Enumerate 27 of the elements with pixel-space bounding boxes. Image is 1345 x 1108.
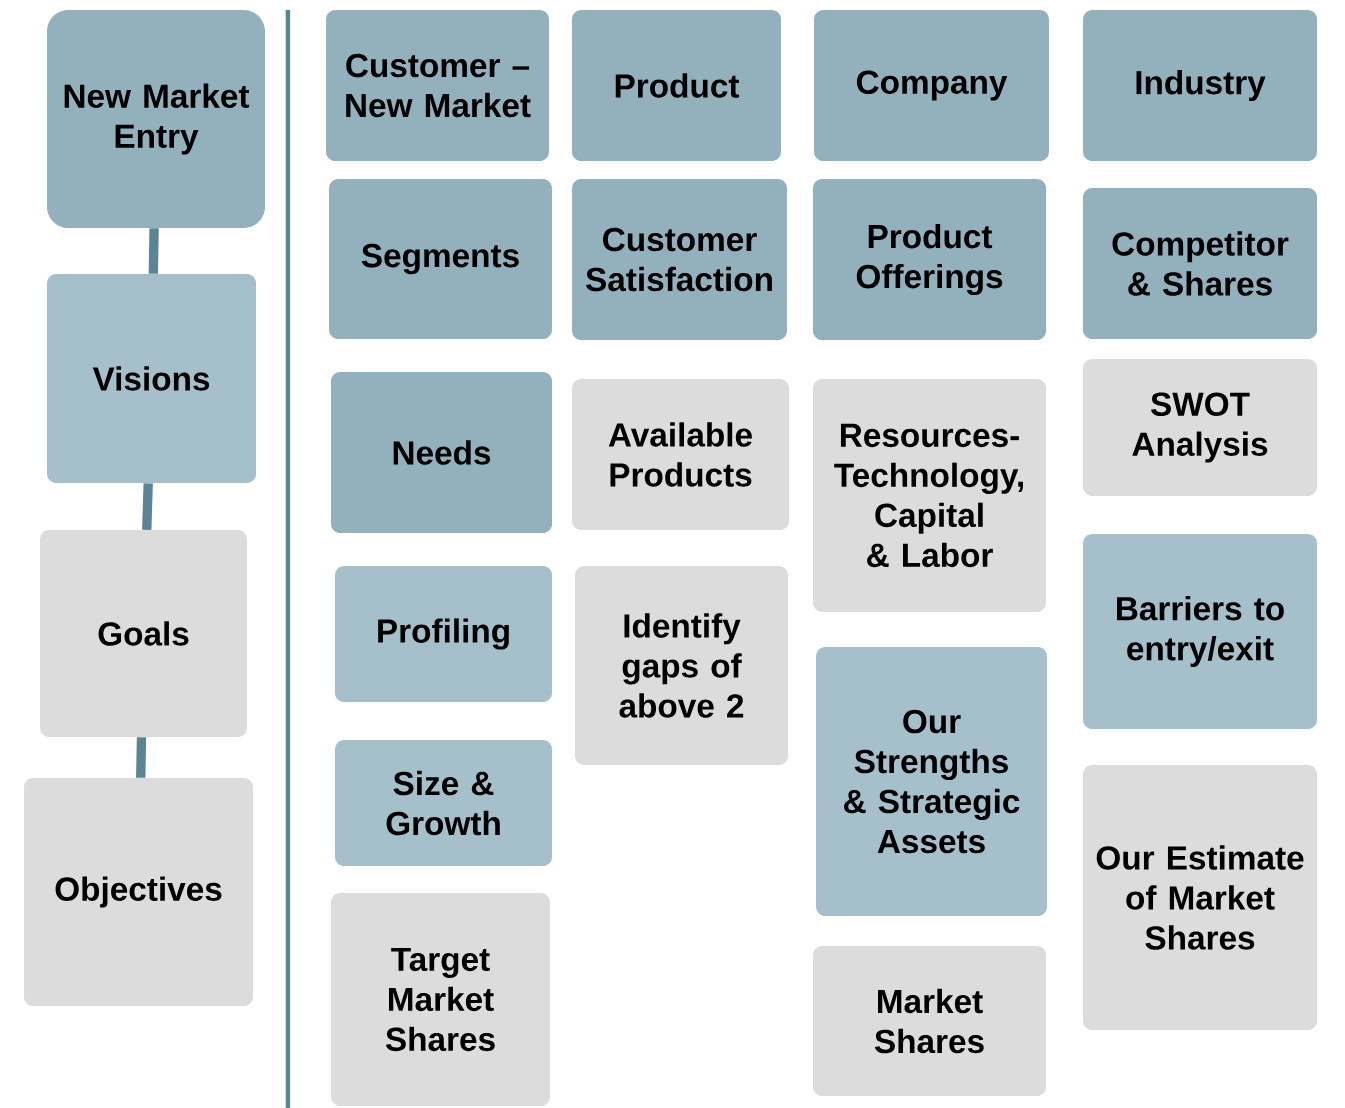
topic-box: Goals xyxy=(40,530,247,737)
topic-box: Size & Growth xyxy=(334,740,553,866)
topic-box: Segments xyxy=(329,179,552,339)
topic-box: Identify gaps of above 2 xyxy=(575,566,789,765)
topic-box: Target Market Shares xyxy=(331,893,550,1107)
topic-box: Profiling xyxy=(334,566,553,702)
topic-box: Customer – New Market xyxy=(326,10,549,161)
connector-line xyxy=(148,228,159,274)
topic-box: Available Products xyxy=(572,379,790,530)
topic-box: SWOT Analysis xyxy=(1083,358,1317,497)
topic-box: New Market Entry xyxy=(47,10,265,228)
topic-box: Product xyxy=(572,10,782,161)
connector-line xyxy=(136,737,147,778)
topic-box: Customer Satisfaction xyxy=(572,178,787,341)
topic-box: Our Strengths & Strategic Assets xyxy=(816,647,1047,917)
topic-box: Barriers to entry/exit xyxy=(1083,534,1317,729)
topic-box: Needs xyxy=(330,372,553,534)
topic-box: Visions xyxy=(46,274,257,484)
topic-box: Competitor & Shares xyxy=(1083,188,1317,339)
topic-box: Industry xyxy=(1083,10,1317,161)
topic-box: Product Offerings xyxy=(812,178,1047,341)
topic-box: Our Estimate of Market Shares xyxy=(1083,765,1317,1031)
topic-box: Resources-Technology, Capital & Labor xyxy=(812,379,1047,613)
topic-box: Company xyxy=(814,10,1049,161)
topic-box: Market Shares xyxy=(812,946,1047,1096)
connector-line xyxy=(142,483,153,530)
topic-box: Objectives xyxy=(23,778,254,1006)
